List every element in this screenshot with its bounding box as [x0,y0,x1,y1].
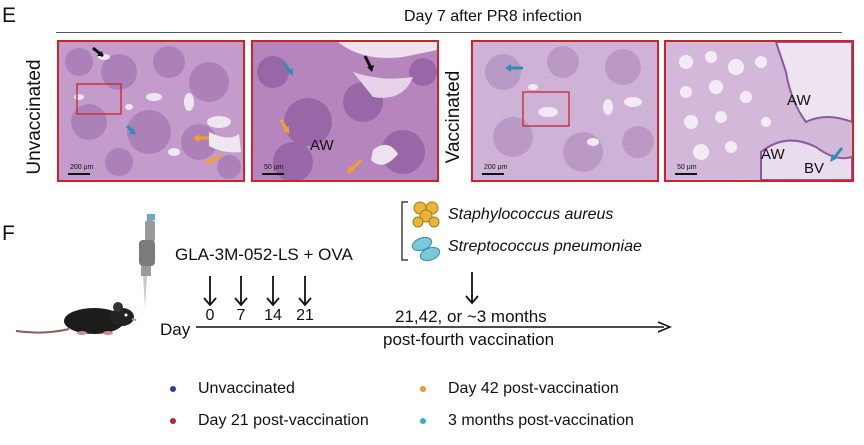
legend-label: 3 months post-vaccination [448,412,634,429]
legend-marker [170,418,176,424]
legend-marker [170,386,176,392]
scale-label-50-b: 50 µm [677,164,697,171]
challenge-sub-label: post-fourth vaccination [383,330,555,349]
day-tick-0: 0 [205,307,215,324]
scale-label-200-b: 200 µm [484,164,508,171]
panel-f-letter: F [2,222,15,245]
airway-label-lower: AW [761,146,785,163]
micrograph-vaccinated-low-mag: 200 µm [471,40,659,182]
scale-bar [68,173,90,175]
scale-bar [262,173,284,175]
micrograph-vaccinated-high-mag: AW AW BV 50 µm [664,40,854,182]
bacteria-name-strep: Streptococcus pneumoniae [448,238,642,255]
micrograph-unvaccinated-low-mag: 200 µm [57,40,245,182]
legend-item-day21: Day 21 post-vaccination [170,412,369,430]
mouse-icon [15,302,137,335]
panel-e-letter: E [2,4,17,27]
blood-vessel-label: BV [804,160,825,177]
legend-label: Unvaccinated [198,380,295,397]
legend-item-day42: Day 42 post-vaccination [420,380,619,398]
scale-bar [675,173,697,175]
vaccinated-label: Vaccinated [443,70,464,164]
legend-marker [420,386,426,392]
staph-cluster-icon [412,201,440,228]
bacteria-name-staph: Staphylococcus aureus [448,206,614,223]
legend-label: Day 42 post-vaccination [448,380,619,397]
regimen-label: GLA-3M-052-LS + OVA [175,245,353,264]
day-axis-label: Day [160,320,191,339]
airway-label-upper: AW [787,92,811,109]
legend-item-3months: 3 months post-vaccination [420,412,634,430]
vaccination-arrows [203,276,312,307]
day-tick-14: 14 [264,307,282,324]
day-tick-7: 7 [236,307,246,324]
pipette-icon [139,214,155,308]
micrograph-unvaccinated-high-mag: AW 50 µm [251,40,439,182]
scale-label-50-a: 50 µm [264,164,284,171]
legend-label: Day 21 post-vaccination [198,412,369,429]
title-rule [56,32,842,33]
challenge-time-label: 21,42, or ~3 months [395,307,547,326]
bacteria-bracket [401,201,408,261]
challenge-arrow [465,272,479,305]
day-tick-21: 21 [296,307,314,324]
scale-bar [482,173,504,175]
legend-item-unvaccinated: Unvaccinated [170,380,295,398]
strep-chain-icon [411,236,441,262]
legend-marker [420,418,426,424]
panel-e-title: Day 7 after PR8 infection [404,8,582,25]
airway-label: AW [310,137,334,154]
unvaccinated-label: Unvaccinated [24,59,45,175]
timeline-axis [196,321,672,333]
scale-label-200-a: 200 µm [70,164,94,171]
